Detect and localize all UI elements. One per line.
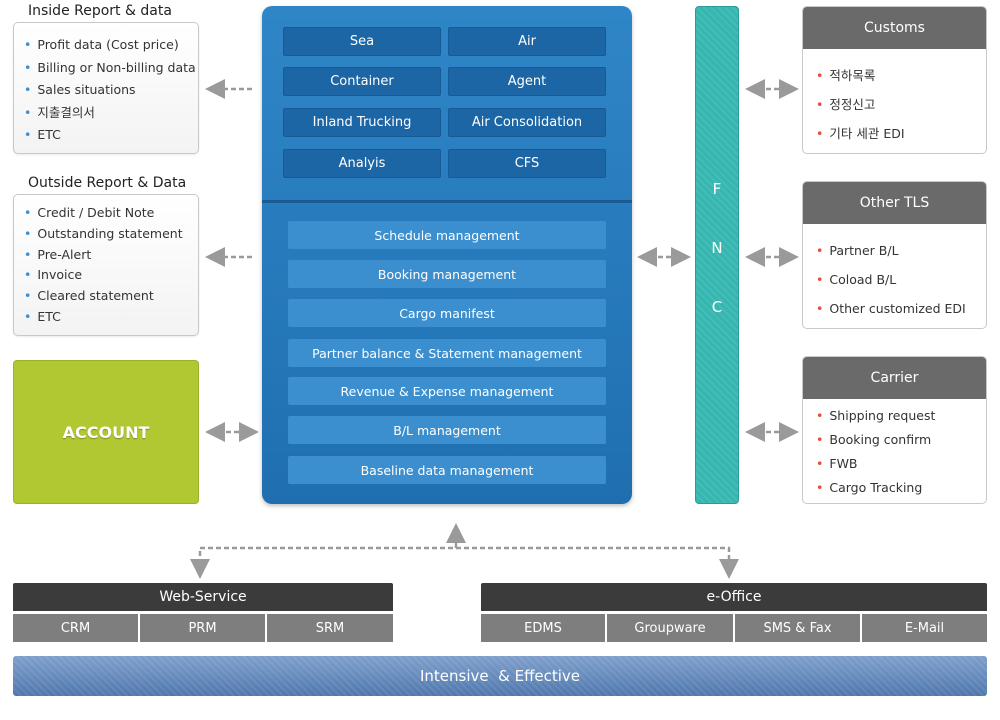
mgmt-bl: B/L management	[288, 416, 606, 444]
module-container: Container	[283, 67, 441, 96]
list-item: Outstanding statement	[24, 224, 182, 245]
footer-label: Intensive & Effective	[419, 667, 581, 685]
list-item: FWB	[816, 452, 986, 476]
fnc-letter-c: C	[711, 298, 723, 316]
central-system-block: Sea Air Container Agent Inland Trucking …	[262, 6, 632, 504]
e-office-email: E-Mail	[862, 614, 987, 642]
list-item: 정정신고	[816, 90, 986, 119]
other-tls-header: Other TLS	[803, 182, 986, 224]
e-office-groupware: Groupware	[607, 614, 733, 642]
intensive-effective-bar: Intensive & Effective	[13, 656, 987, 696]
mgmt-booking: Booking management	[288, 260, 606, 288]
mgmt-schedule: Schedule management	[288, 221, 606, 249]
other-tls-box: Other TLS Partner B/L Coload B/L Other c…	[802, 181, 987, 329]
module-inland-trucking: Inland Trucking	[283, 108, 441, 137]
carrier-list: Shipping request Booking confirm FWB Car…	[803, 399, 986, 500]
mgmt-partner-balance: Partner balance & Statement management	[288, 339, 606, 367]
web-service-header: Web-Service	[13, 583, 393, 611]
customs-header: Customs	[803, 7, 986, 49]
outside-report-title: Outside Report & Data	[28, 175, 187, 191]
carrier-header: Carrier	[803, 357, 986, 399]
account-box: ACCOUNT	[13, 360, 199, 504]
list-item: 기타 세관 EDI	[816, 119, 986, 148]
list-item: Profit data (Cost price)	[24, 34, 196, 57]
list-item: Pre-Alert	[24, 245, 183, 266]
list-item: Coload B/L	[816, 265, 986, 294]
account-label: ACCOUNT	[62, 422, 150, 442]
list-item: Shipping request	[816, 404, 986, 428]
list-item: Invoice	[24, 265, 183, 286]
module-cfs: CFS	[448, 149, 606, 178]
list-item: 적하목록	[816, 61, 986, 90]
mgmt-baseline-data: Baseline data management	[288, 456, 606, 484]
other-tls-list: Partner B/L Coload B/L Other customized …	[803, 224, 986, 323]
list-item: 지출결의서	[24, 102, 196, 125]
customs-box: Customs 적하목록 정정신고 기타 세관 EDI	[802, 6, 987, 154]
customs-list: 적하목록 정정신고 기타 세관 EDI	[803, 49, 986, 148]
list-item: Cleared statement	[24, 286, 183, 307]
outside-report-list: Credit / Debit Note Outstanding statemen…	[24, 203, 183, 328]
list-item: Billing or Non-billing data	[24, 57, 195, 80]
list-item: Credit / Debit Note	[24, 203, 183, 224]
arrow-bottom-split	[198, 546, 731, 572]
carrier-box: Carrier Shipping request Booking confirm…	[802, 356, 987, 504]
e-office-sms-fax: SMS & Fax	[735, 614, 860, 642]
web-service-srm: SRM	[267, 614, 393, 642]
e-office-edms: EDMS	[481, 614, 605, 642]
list-item: Sales situations	[24, 79, 196, 102]
list-item: Other customized EDI	[816, 294, 986, 323]
e-office-header: e-Office	[481, 583, 987, 611]
module-sea: Sea	[283, 27, 441, 56]
list-item: ETC	[24, 307, 183, 328]
list-item: Cargo Tracking	[816, 476, 986, 500]
web-service-prm: PRM	[140, 614, 265, 642]
list-item: ETC	[24, 124, 196, 147]
inside-report-title: Inside Report & data	[28, 3, 172, 19]
inside-report-list: Profit data (Cost price) Billing or Non-…	[24, 34, 196, 147]
module-agent: Agent	[448, 67, 606, 96]
list-item: Partner B/L	[816, 236, 986, 265]
module-analysis: Analyis	[283, 149, 441, 178]
fnc-letter-f: F	[712, 180, 722, 198]
central-divider	[262, 200, 632, 203]
module-air: Air	[448, 27, 606, 56]
web-service-crm: CRM	[13, 614, 138, 642]
mgmt-revenue-expense: Revenue & Expense management	[288, 377, 606, 405]
fnc-bar: F N C	[695, 6, 739, 504]
module-air-consolidation: Air Consolidation	[448, 108, 606, 137]
list-item: Booking confirm	[816, 428, 986, 452]
mgmt-cargo-manifest: Cargo manifest	[288, 299, 606, 327]
fnc-letter-n: N	[711, 239, 723, 257]
